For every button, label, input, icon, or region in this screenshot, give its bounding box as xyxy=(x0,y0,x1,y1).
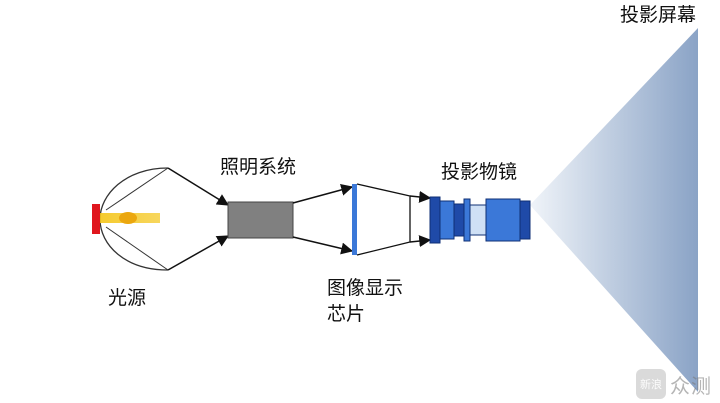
arrow-icon xyxy=(409,190,432,248)
display-chip xyxy=(352,183,411,256)
label-illumination-system: 照明系统 xyxy=(220,156,297,178)
label-projection-screen: 投影屏幕 xyxy=(620,4,697,26)
watermark-text: 众测 xyxy=(670,373,712,398)
label-display-chip: 图像显示芯片 xyxy=(327,277,404,325)
arrow-icon xyxy=(292,184,354,255)
illumination-homogenizer xyxy=(227,201,294,239)
watermark-logo: 新浪 xyxy=(636,369,666,399)
glow-core xyxy=(119,212,137,224)
watermark: 新浪 众测 xyxy=(636,369,712,399)
focus-line-bottom xyxy=(105,226,169,271)
projection-lens xyxy=(429,196,531,244)
focus-line-top xyxy=(105,167,169,211)
emitter xyxy=(92,204,100,234)
label-projection-lens: 投影物镜 xyxy=(441,161,518,183)
light-source xyxy=(92,167,169,271)
projection-beam xyxy=(530,28,698,392)
arrow-icon xyxy=(167,167,230,271)
label-light-source: 光源 xyxy=(108,287,147,309)
